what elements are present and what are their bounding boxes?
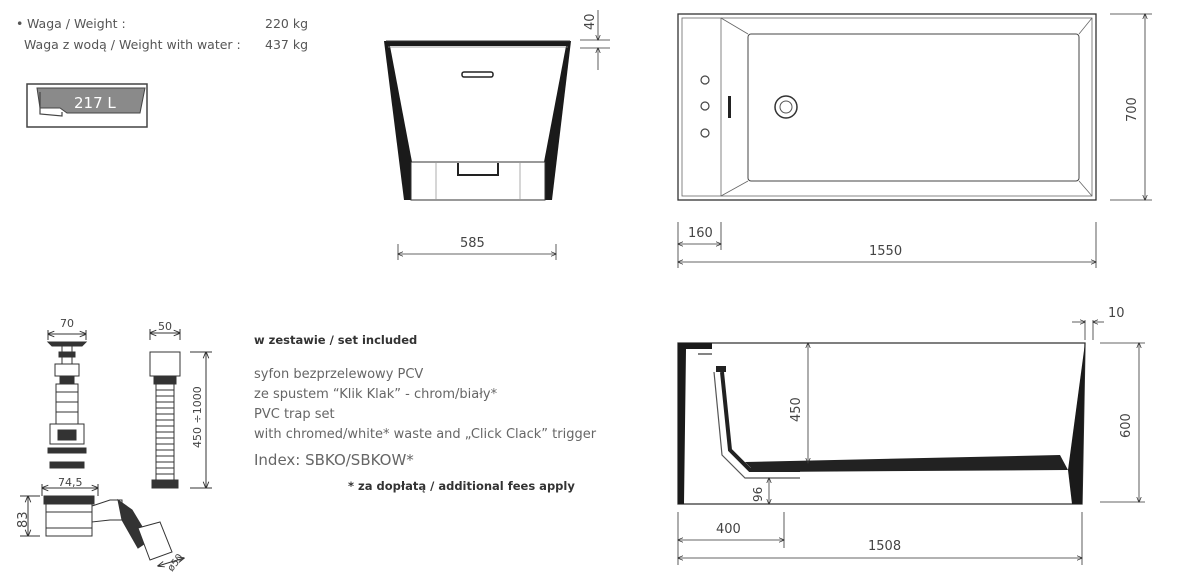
waste-assembly: [46, 330, 88, 469]
set-line-4: with chromed/white* waste and „Click Cla…: [254, 427, 597, 442]
flexible-pipe: [150, 329, 212, 488]
weight-value: 220 kg: [265, 16, 309, 31]
dim-side-offset: 400: [716, 522, 741, 537]
set-line-2: ze spustem “Klik Klak” - chrom/biały*: [254, 387, 498, 402]
index-code: Index: SBKO/SBKOW*: [254, 451, 414, 469]
bullet: •: [16, 16, 24, 31]
front-view: [384, 40, 571, 201]
water-weight-label: Waga z wodą / Weight with water :: [24, 37, 241, 52]
side-view: [677, 342, 1086, 505]
dim-trap-height: 83: [16, 511, 31, 528]
set-line-3: PVC trap set: [254, 407, 335, 422]
water-weight-value: 437 kg: [265, 37, 309, 52]
volume-tub-icon: [26, 83, 148, 128]
volume-label: 217 L: [74, 94, 116, 112]
dim-trap-top2: 50: [158, 320, 172, 333]
dim-top-offset: 160: [688, 226, 713, 241]
dim-top-length: 1550: [869, 244, 902, 259]
top-view: [677, 13, 1097, 201]
dim-side-length: 1508: [868, 539, 901, 554]
set-line-1: syfon bezprzelewowy PCV: [254, 367, 424, 382]
footnote: * za dopłatą / additional fees apply: [348, 479, 575, 493]
dim-trap-top: 70: [60, 317, 74, 330]
dim-front-rim: 40: [583, 13, 598, 30]
set-included-heading: w zestawie / set included: [254, 333, 418, 347]
dim-side-wall: 10: [1108, 306, 1125, 321]
dim-side-drain: 96: [751, 487, 765, 502]
trap-body: [20, 484, 184, 566]
dim-trap-body: 74,5: [58, 476, 83, 489]
dim-front-width: 585: [460, 236, 485, 251]
dim-top-width: 700: [1125, 97, 1140, 122]
dim-trap-pipe: ø50: [166, 552, 186, 574]
dim-side-depth: 450: [789, 397, 804, 422]
dim-trap-length: 450 ÷1000: [191, 386, 204, 448]
weight-label: Waga / Weight :: [27, 16, 126, 31]
dim-side-height: 600: [1119, 413, 1134, 438]
